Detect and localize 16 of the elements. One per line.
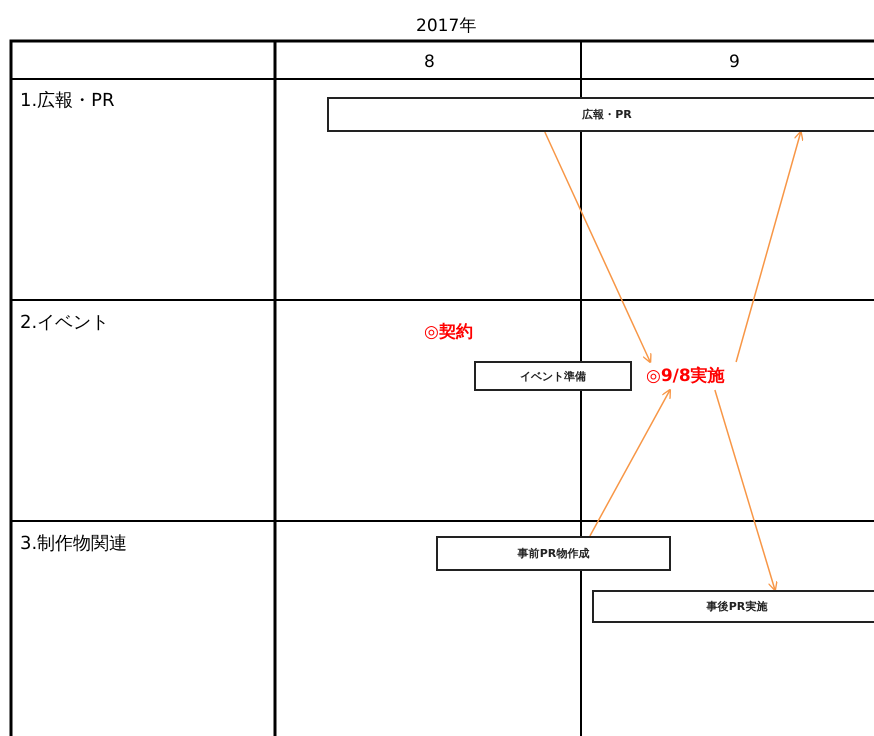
arrow	[544, 132, 652, 364]
arrow	[589, 388, 672, 536]
column-heading: 8	[424, 52, 435, 72]
task-bar: 広報・PR	[327, 97, 874, 132]
milestone-note: ◎9/8実施	[646, 362, 725, 390]
row-heading: 1.広報・PR	[20, 89, 115, 112]
row-heading: 2.イベント	[20, 311, 110, 334]
task-bar: イベント準備	[474, 361, 632, 391]
arrow	[714, 390, 778, 592]
task-bar: 事後PR実施	[592, 590, 874, 623]
task-bar: 事前PR物作成	[436, 536, 671, 571]
row-heading: 3.制作物関連	[20, 532, 128, 555]
milestone-note: ◎契約	[424, 321, 473, 343]
column-heading: 9	[729, 52, 740, 72]
arrow	[735, 130, 804, 362]
table-title: 2017年	[416, 15, 476, 37]
